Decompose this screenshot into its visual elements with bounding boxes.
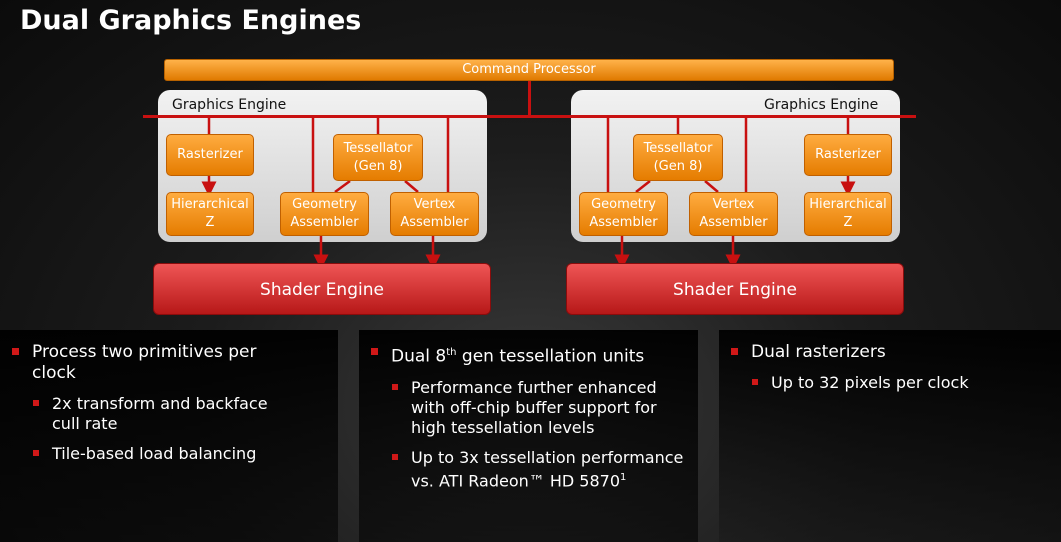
slide-title: Dual Graphics Engines <box>20 5 362 36</box>
vertex-assembler-right: Vertex Assembler <box>689 192 778 236</box>
rasterizer-right: Rasterizer <box>804 134 892 176</box>
engine-label-right: Graphics Engine <box>764 97 879 113</box>
panel-3-item-1: Up to 32 pixels per clock <box>729 373 1051 393</box>
panel-2-item-1: Performance further enhanced with off-ch… <box>369 378 688 438</box>
geometry-assembler-left: Geometry Assembler <box>280 192 369 236</box>
panel-2-item-2: Up to 3x tessellation performance vs. AT… <box>369 448 688 491</box>
panel-1-item-1: 2x transform and backface cull rate <box>10 394 328 434</box>
vertex-assembler-left: Vertex Assembler <box>390 192 479 236</box>
shader-engine-right: Shader Engine <box>566 263 904 315</box>
rasterizer-left: Rasterizer <box>166 134 254 176</box>
panel-rasterizers: Dual rasterizers Up to 32 pixels per clo… <box>719 330 1061 542</box>
panel-1-heading: Process two primitives per clock <box>10 342 328 384</box>
panel-tessellation: Dual 8th gen tessellation units Performa… <box>359 330 698 542</box>
hierarchical-z-right: Hierarchical Z <box>804 192 892 236</box>
panel-3-heading: Dual rasterizers <box>729 342 1051 363</box>
geometry-assembler-right: Geometry Assembler <box>579 192 668 236</box>
cmd-connector <box>528 79 531 116</box>
engine-label-left: Graphics Engine <box>172 97 287 113</box>
panel-2-heading: Dual 8th gen tessellation units <box>369 342 688 368</box>
panel-primitives: Process two primitives per clock 2x tran… <box>0 330 338 542</box>
main-bus-overlay <box>143 115 916 118</box>
panel-1-item-2: Tile-based load balancing <box>10 444 328 464</box>
tessellator-right: Tessellator (Gen 8) <box>633 134 723 181</box>
hierarchical-z-left: Hierarchical Z <box>166 192 254 236</box>
shader-engine-left: Shader Engine <box>153 263 491 315</box>
command-processor: Command Processor <box>164 59 894 81</box>
tessellator-left: Tessellator (Gen 8) <box>333 134 423 181</box>
